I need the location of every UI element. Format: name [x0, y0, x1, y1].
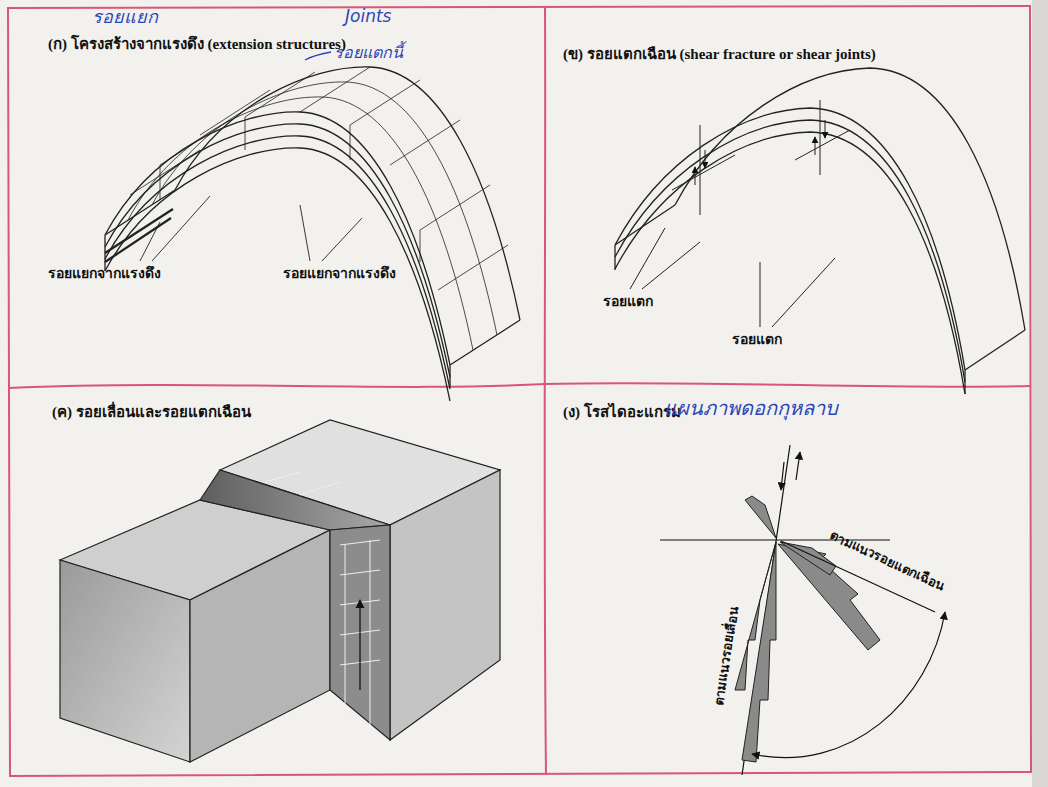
panel-frame [8, 6, 1031, 776]
fold-shear [615, 68, 1025, 394]
handwritten-note: รอยแตกนี้ [334, 40, 403, 65]
panel-heading: (ค) รอยเลื่อนและรอยแตกเฉือน [52, 400, 251, 424]
handwritten-note: Joints [345, 6, 391, 26]
handwritten-note: แผนภาพดอกกุหลาบ [664, 392, 838, 424]
page-edge [1032, 0, 1048, 787]
panel-heading: (ข) รอยแตกเฉือน (shear fracture or shear… [563, 42, 876, 66]
leader-line [140, 196, 362, 261]
shear-fracture [630, 100, 850, 327]
part-label: ตามแนวรอยเลื่อน [708, 604, 744, 706]
part-label: รอยแยกจากแรงดึง [283, 262, 396, 284]
part-label: รอยแยกจากแรงดึง [48, 262, 161, 284]
part-label: รอยแตก [603, 290, 653, 312]
fold-extension [105, 67, 520, 401]
panel: (ค) รอยเลื่อนและรอยแตกเฉือน [8, 386, 545, 774]
fault-block [60, 420, 500, 762]
handwritten-note: รอยแยก [92, 2, 158, 31]
panel-heading: (ง) โรสไดอะแกรม [563, 400, 681, 424]
panel: (ข) รอยแตกเฉือน (shear fracture or shear… [545, 8, 1031, 386]
panel: (ก) โครงสร้างจากแรงดึง (extension struct… [8, 8, 545, 386]
annotation-line [305, 52, 331, 60]
panel-heading: (ก) โครงสร้างจากแรงดึง (extension struct… [48, 32, 346, 56]
panel: (ง) โรสไดอะแกรม [545, 386, 1031, 774]
part-label: รอยแตก [732, 328, 782, 350]
rose-diagram [660, 445, 945, 775]
